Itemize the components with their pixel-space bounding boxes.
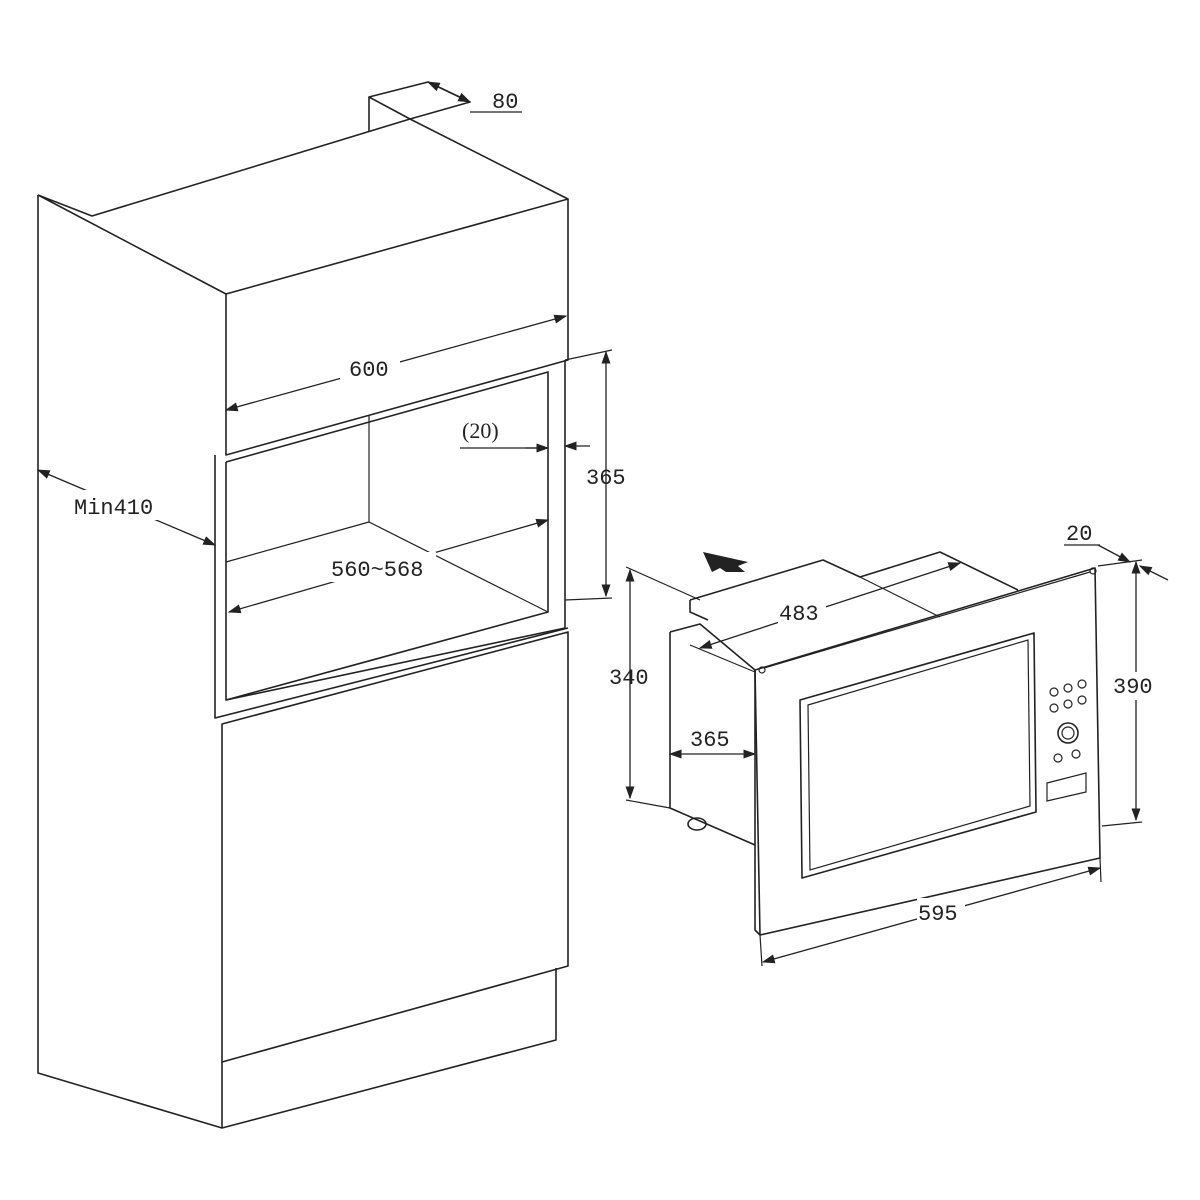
dim-top-depth-label: 80 <box>492 90 518 115</box>
dim-frame-height-label: 390 <box>1113 675 1153 700</box>
dim-frame-width-label: 595 <box>918 902 958 927</box>
upper-front <box>225 199 569 456</box>
door-window-inner <box>807 639 1031 871</box>
dim-niche-height-ext-top <box>564 349 613 361</box>
display-window <box>1046 772 1087 802</box>
frame-screw-right <box>1089 567 1097 575</box>
microwave-dimensions: 483 340 365 20 390 595 <box>609 522 1169 967</box>
button-icon <box>1063 699 1073 709</box>
niche-frame <box>225 360 566 701</box>
dim-niche-height-ext-bottom <box>564 597 613 601</box>
button-icon <box>1071 749 1081 759</box>
divider-shelf <box>214 627 569 719</box>
button-icon <box>1049 703 1059 713</box>
button-icon <box>1049 687 1059 697</box>
plinth <box>221 968 557 1129</box>
dim-label-mask <box>72 490 164 520</box>
left-side-panel <box>37 195 223 1129</box>
body-top-lip <box>689 600 709 621</box>
microwave <box>669 551 1101 936</box>
dim-frame-width-ext-left <box>759 934 763 967</box>
dim-niche-width-label: 560~568 <box>331 558 423 583</box>
button-icon <box>1053 753 1063 763</box>
dim-label-mask <box>917 898 965 926</box>
dim-body-height-label: 340 <box>609 666 649 691</box>
dim-side-gap-label: (20) <box>462 418 499 443</box>
frame-screw-left <box>758 666 766 674</box>
button-icon <box>1077 695 1087 705</box>
control-panel <box>1046 679 1087 802</box>
dial-knob-icon <box>1057 722 1079 744</box>
dim-frame-height-ext-bottom <box>1101 821 1143 827</box>
dim-label-mask <box>328 552 436 582</box>
door-window-outer <box>799 632 1037 879</box>
dim-body-depth-label: 483 <box>779 602 819 627</box>
dial-knob-inner-icon <box>1061 726 1075 740</box>
dim-min-depth-label: Min410 <box>74 496 153 521</box>
button-icon <box>1077 679 1087 689</box>
dim-label-mask <box>778 596 826 624</box>
body-foot <box>687 817 707 831</box>
dim-body-depth-line <box>698 562 962 649</box>
insert-direction-arrow <box>703 552 748 572</box>
dim-frame-depth-label: 20 <box>1066 522 1092 547</box>
dim-frame-width-ext-right <box>1099 857 1102 883</box>
body-top-left <box>669 623 756 671</box>
dim-label-mask <box>340 350 400 380</box>
cabinet-dimensions: 80 600 (20) 365 Min410 560~568 <box>36 81 626 614</box>
cabinet-top <box>37 118 569 295</box>
dim-niche-height-label: 365 <box>586 466 626 491</box>
dim-body-height-ext-top <box>625 566 701 601</box>
button-icon <box>1063 683 1073 693</box>
dim-top-depth-line <box>426 81 472 103</box>
upstand-top <box>368 81 471 120</box>
dim-side-depth-label: 365 <box>690 728 730 753</box>
body-side-line <box>689 644 756 673</box>
lower-door <box>221 631 569 1063</box>
dim-frame-depth-arrow-a <box>1097 544 1132 563</box>
body-top <box>689 551 1019 601</box>
dim-body-height-ext-bottom <box>625 799 671 809</box>
cabinet <box>37 81 569 1129</box>
dim-frame-depth-arrow-b <box>1138 565 1169 581</box>
dim-label-mask <box>1112 672 1160 700</box>
dim-cabinet-width-label: 600 <box>349 358 389 383</box>
niche-inner <box>225 371 549 701</box>
